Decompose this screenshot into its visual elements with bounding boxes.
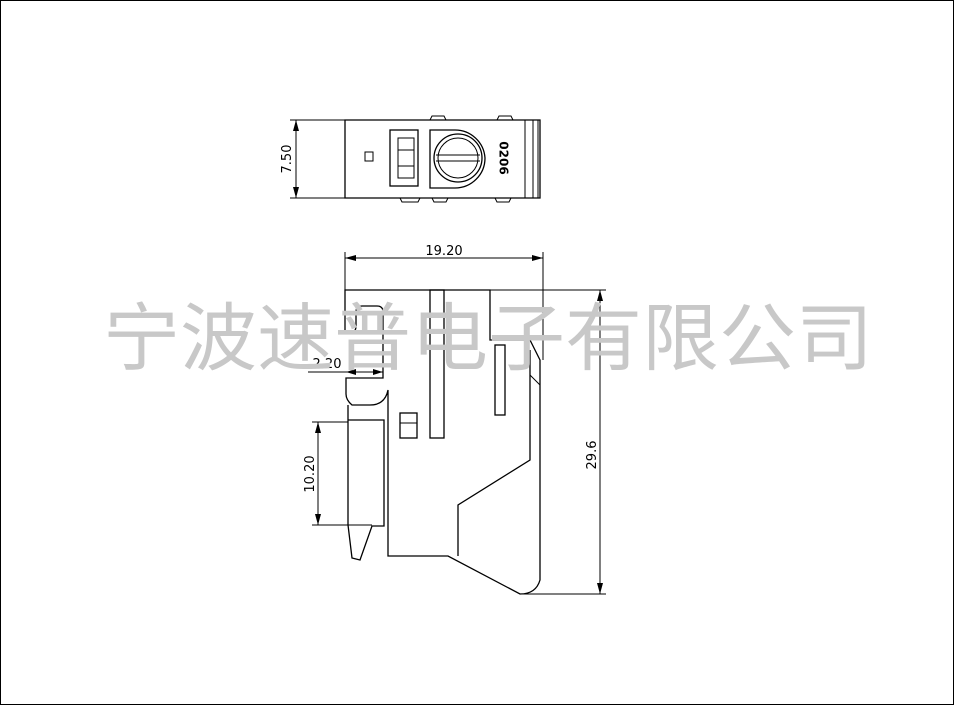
side-height-dimension: 29.6 bbox=[585, 441, 600, 470]
side-width-dimension: 19.20 bbox=[425, 244, 462, 259]
part-marking: 0206 bbox=[497, 141, 511, 174]
top-height-dimension: 7.50 bbox=[280, 145, 295, 174]
pin-dimension: 10.20 bbox=[303, 455, 318, 492]
side-view: 19.20 29.6 2.20 10.20 bbox=[303, 244, 606, 595]
company-watermark: 宁波速普电子有限公司 bbox=[103, 296, 873, 382]
top-view: 0206 7.50 bbox=[280, 115, 541, 203]
latch-dimension: 2.20 bbox=[313, 357, 342, 372]
